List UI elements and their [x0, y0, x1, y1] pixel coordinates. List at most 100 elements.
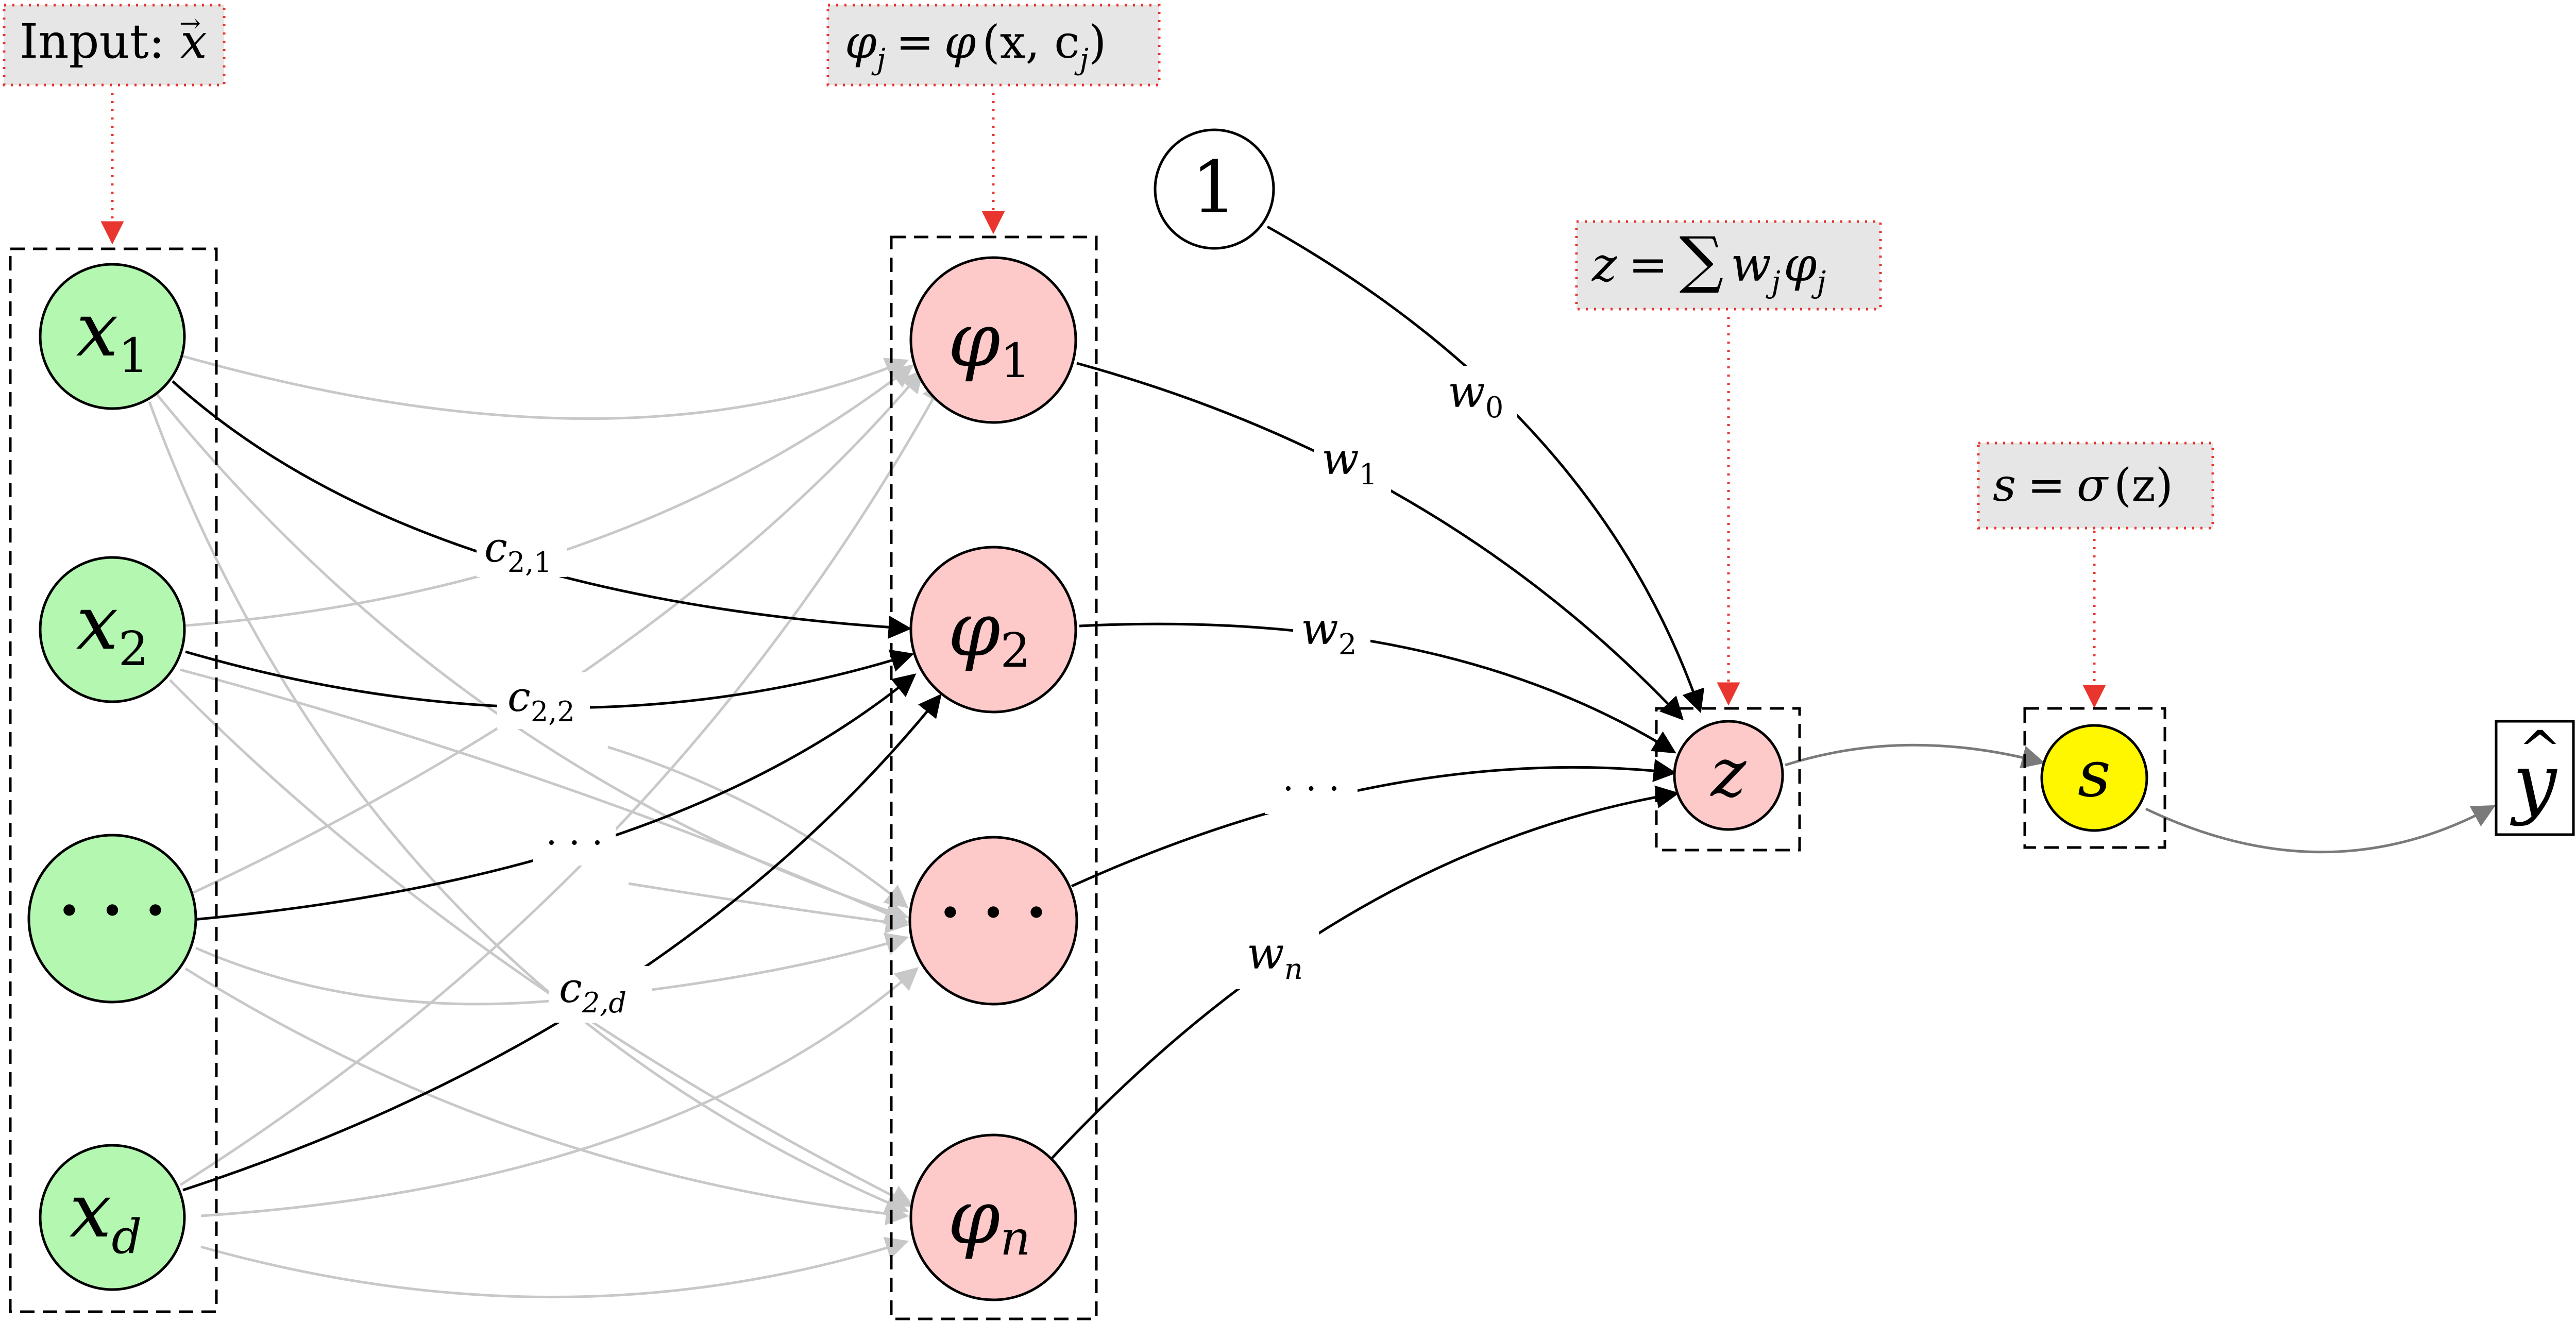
edge-label-text: c2,1	[484, 523, 552, 579]
input-node-x1: x1	[39, 263, 186, 410]
edge-label-w2: w2	[1293, 604, 1370, 667]
edge-label-text: wn	[1247, 928, 1303, 986]
output-weight-edges	[1050, 225, 1705, 1160]
input-node-xd: xd	[39, 1144, 186, 1291]
input-node-dots: · · ·	[27, 834, 197, 1004]
hidden-node-phi2: φ2	[909, 546, 1077, 714]
edge-label-text: w0	[1448, 367, 1503, 425]
edge-phi2-z	[1079, 622, 1676, 754]
sum-node: z	[1673, 720, 1784, 831]
input-node-label: x2	[76, 580, 148, 676]
annotation-box	[826, 4, 1161, 87]
input-node-label: xd	[70, 1167, 142, 1264]
annotation-phi-expression: φj=φ(x, cj)	[845, 15, 1106, 76]
edge-s-y	[2145, 805, 2496, 854]
edge-phin-z	[1050, 785, 1680, 1160]
edge-label-text: w1	[1321, 434, 1377, 491]
label-bg	[1236, 927, 1319, 989]
faint-edges	[148, 354, 944, 1298]
node-circle	[908, 836, 1078, 1006]
annotation-box	[3, 4, 226, 87]
edge-x2-phi1	[180, 364, 914, 628]
hidden-node-dots: · · ·	[908, 836, 1078, 1006]
output-label: y	[2510, 738, 2558, 827]
node-circle	[909, 546, 1077, 714]
edge-x1-phi2-faint	[607, 745, 909, 908]
hidden-node-phin: φn	[909, 1133, 1077, 1301]
edge-label-w1: w1	[1314, 434, 1391, 495]
annotation-input: Input: x →	[3, 4, 226, 87]
edge-xd-phi2	[182, 693, 942, 1192]
node-circle	[39, 1144, 186, 1291]
output-box	[2495, 720, 2575, 836]
hidden-node-label: φ2	[948, 586, 1030, 678]
annotation-input-vec: →	[179, 8, 201, 38]
edge-label-c22: c2,2	[497, 672, 590, 729]
annotation-z: z=∑wjφj	[1575, 220, 1882, 311]
sigmoid-node-frame	[2023, 707, 2166, 849]
edge-dots-phi1	[190, 369, 924, 895]
label-bg	[1265, 773, 1358, 814]
hidden-layer-frame	[890, 235, 1098, 1320]
edge-label-text: c2,d	[559, 964, 626, 1019]
edge-xd-phi1	[179, 379, 944, 1187]
label-bg	[1314, 435, 1391, 495]
annotation-connectors	[100, 93, 2106, 708]
edge-bias-z	[1266, 225, 1705, 714]
edge-phi1-z	[1076, 362, 1684, 721]
node-circle	[39, 556, 186, 703]
annotation-s-expression: s=σ(z)	[1993, 459, 2173, 512]
edge-label-cdots: · · ·	[533, 822, 616, 866]
annotation-box	[1575, 220, 1882, 311]
output-node: y ^	[2495, 720, 2575, 836]
label-bg	[533, 824, 616, 866]
input-node-label: · · ·	[59, 874, 166, 946]
label-bg	[1293, 608, 1370, 667]
node-circle	[1154, 128, 1275, 250]
annotation-input-prefix: Input:	[20, 14, 165, 69]
edge-dots-dots	[628, 882, 909, 934]
node-circle	[2040, 724, 2148, 832]
edge-dots-phin	[184, 967, 909, 1226]
node-circle	[39, 263, 186, 410]
label-bg	[497, 672, 590, 729]
input-node-label: x1	[76, 286, 148, 383]
hidden-node-label: φn	[948, 1174, 1031, 1266]
node-circle	[27, 834, 197, 1004]
sigmoid-node-label: s	[2078, 737, 2111, 811]
hidden-node-label: φ1	[948, 297, 1030, 388]
hidden-layer: φ1 φ2 · · · φn	[908, 256, 1078, 1301]
sum-node-label: z	[1710, 734, 1747, 812]
annotation-box	[1977, 442, 2214, 530]
bias-node-label: 1	[1191, 146, 1237, 230]
hidden-node-label: · · ·	[940, 876, 1047, 948]
bias-node: 1	[1154, 128, 1275, 250]
edge-x1-phi1	[180, 354, 909, 420]
edge-xd-dots	[200, 967, 919, 1217]
edge-label-c2d: c2,d	[549, 964, 652, 1023]
annotation-phi: φj=φ(x, cj)	[826, 4, 1161, 87]
input-layer-frame	[9, 247, 218, 1313]
activation-edges	[1785, 743, 2496, 854]
edge-label-text: · · ·	[546, 822, 603, 864]
output-hat: ^	[2518, 720, 2562, 780]
annotation-z-expression: z=∑wjφj	[1591, 224, 1826, 299]
annotation-s: s=σ(z)	[1977, 442, 2214, 530]
label-bg	[477, 520, 567, 577]
input-node-x2: x2	[39, 556, 186, 703]
edge-xd-phin	[200, 1236, 909, 1298]
label-bg	[549, 966, 652, 1023]
edge-x1-phin	[148, 401, 909, 1213]
label-bg	[1440, 366, 1517, 425]
node-circle	[909, 1133, 1077, 1301]
sum-node-frame	[1655, 707, 1801, 852]
annotation-input-var: x	[180, 14, 207, 69]
input-layer: x1 x2 · · · xd	[27, 263, 197, 1291]
edge-label-text: w2	[1301, 604, 1357, 662]
hidden-node-phi1: φ1	[909, 256, 1077, 424]
edge-z-s	[1785, 743, 2045, 769]
edge-x2-dots	[180, 668, 909, 925]
edge-label-wdots: · · ·	[1265, 768, 1358, 814]
edge-label-wn: wn	[1236, 927, 1319, 989]
